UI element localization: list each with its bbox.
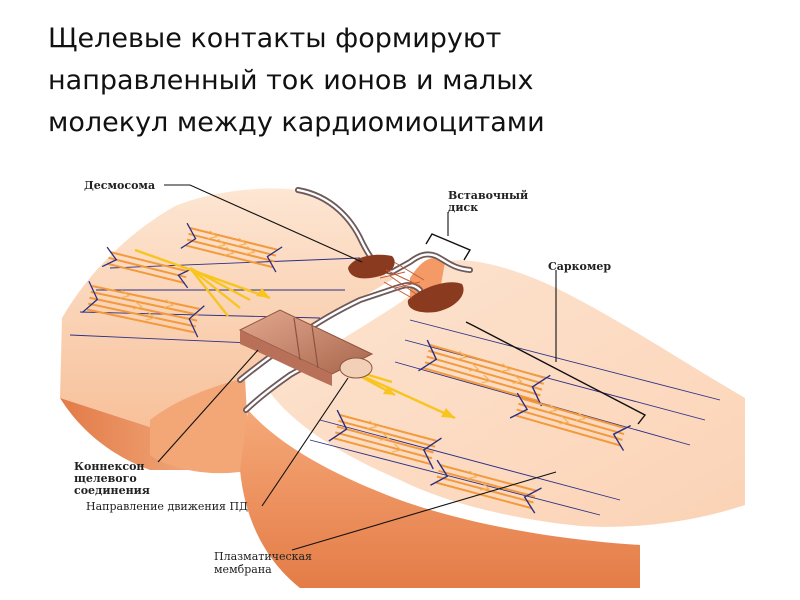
myofibril-lines: [69, 257, 721, 516]
leader-desmosome: [164, 184, 363, 263]
label-connexon-2: щелевого: [74, 472, 137, 485]
title-line-3: молекул между кардиомиоцитами: [48, 107, 545, 138]
sarcomere-unit: [180, 222, 283, 273]
slide-title: Щелевые контакты формируют направленный …: [48, 18, 768, 144]
leader-membrane: [291, 471, 557, 551]
connexon-gap-junction: [238, 309, 374, 386]
ap-arrowhead: [383, 386, 395, 395]
intercalated-disc-bracket: [425, 233, 472, 261]
label-connexon-3: соединения: [74, 484, 150, 497]
ap-arrow: [189, 266, 251, 302]
label-desmosome: Десмосома: [84, 179, 155, 192]
left-cell-lower-body: [150, 378, 250, 474]
label-connexon-1: Коннексон: [74, 460, 144, 473]
ap-arrowheads: [256, 288, 455, 418]
sarcomere-unit: [430, 459, 542, 514]
right-cell-front: [240, 410, 640, 588]
desmosome-filaments: [379, 261, 425, 299]
connexon-end: [339, 357, 373, 379]
labels: Десмосома Вставочный диск Саркомер Конне…: [74, 179, 611, 576]
sarcomere-unit: [101, 246, 193, 289]
label-intercalated-disc-1: Вставочный: [448, 189, 528, 202]
brackets: [425, 233, 647, 425]
sarcomere-unit: [81, 280, 205, 338]
connexon-front: [240, 330, 332, 386]
leader-ap-direction: [261, 377, 349, 507]
myofibril-line: [109, 257, 361, 269]
ap-arrow: [189, 267, 241, 309]
leader-connexon: [157, 349, 259, 463]
sarcomere-bracket: [465, 321, 647, 425]
ap-arrowhead: [441, 408, 455, 418]
connexon-band: [311, 325, 319, 369]
label-membrane-2: мембрана: [214, 563, 272, 576]
leader-lines: [157, 184, 557, 551]
myofibril-line: [404, 339, 706, 421]
myofibril-line: [409, 319, 721, 401]
label-sarcomere: Саркомер: [548, 260, 611, 273]
title-line-2: направленный ток ионов и малых: [48, 65, 534, 96]
title-line-1: Щелевые контакты формируют: [48, 23, 502, 54]
myofibril-line: [319, 419, 621, 501]
label-intercalated-disc-2: диск: [448, 201, 478, 214]
ap-arrow: [189, 267, 229, 317]
sarcomere-unit: [328, 409, 442, 470]
sarcomere-unit: [509, 392, 632, 451]
membrane-upper-inner: [296, 188, 472, 274]
sarcomere-unit: [418, 339, 551, 407]
myofibril-line: [309, 439, 601, 516]
sarcomeres: [81, 222, 632, 514]
label-membrane-1: Плазматическая: [214, 550, 312, 563]
desmosome-right: [407, 282, 464, 313]
connexon-band: [293, 317, 301, 361]
ap-arrowhead: [256, 288, 270, 298]
label-ap-direction: Направление движения ПД: [86, 500, 248, 513]
